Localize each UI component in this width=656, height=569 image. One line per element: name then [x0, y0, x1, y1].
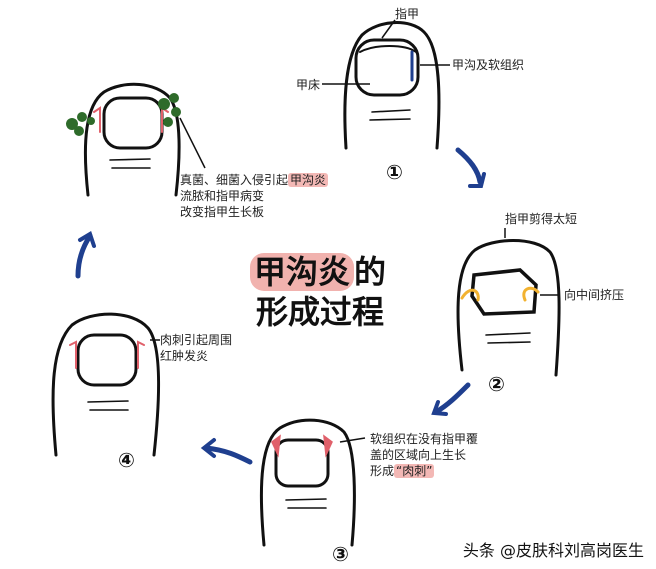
- arrow-3-to-4: [203, 445, 253, 465]
- label-infection-3: 改变指甲生长板: [180, 205, 265, 219]
- finger-4: [51, 312, 161, 457]
- step-number-3: ③: [332, 542, 349, 566]
- finger-3: [259, 418, 356, 547]
- label-infection-1: 真菌、细菌入侵引起甲沟炎: [180, 173, 329, 188]
- nail-5: [102, 96, 164, 150]
- nail-2: [470, 268, 538, 316]
- nail-1: [354, 38, 420, 97]
- fungus-dots: [66, 93, 181, 136]
- diagram-title-line1: 甲沟炎的: [250, 252, 386, 292]
- diagram-title-line2: 形成过程: [256, 293, 385, 331]
- label-infection-1-highlight: 甲沟炎: [288, 173, 329, 187]
- step-number-1: ①: [386, 160, 403, 184]
- label-soft-tissue-3-pre: 形成: [370, 464, 395, 478]
- label-nail-fold: 甲沟及软组织: [452, 58, 525, 72]
- arrow-1-to-2: [455, 147, 483, 185]
- label-infection-2: 流脓和指甲病变: [180, 189, 265, 203]
- label-nail-bed: 甲床: [296, 78, 321, 92]
- arrow-4-to-5: [75, 233, 93, 279]
- nail-4: [76, 333, 138, 387]
- step-number-2: ②: [488, 372, 505, 396]
- watermark: 头条 @皮肤科刘高岗医生: [462, 541, 644, 560]
- label-squeeze: 向中间挤压: [564, 288, 625, 302]
- label-soft-tissue-2: 盖的区域向上生长: [370, 448, 467, 462]
- label-soft-tissue-3-highlight: “肉刺”: [394, 464, 435, 478]
- step-number-4: ④: [118, 448, 135, 472]
- finger-1: [343, 21, 441, 150]
- title-highlight: 甲沟炎: [250, 253, 355, 291]
- label-soft-tissue-3: 形成“肉刺”: [370, 464, 435, 479]
- title-rest: 的: [354, 253, 387, 291]
- label-nail: 指甲: [395, 7, 420, 21]
- nail-3: [274, 438, 330, 488]
- cycle-arrows: [75, 147, 486, 465]
- label-soft-tissue-1: 软组织在没有指甲覆: [370, 432, 479, 446]
- leader-lines: [150, 19, 560, 443]
- label-hangnail-2: 红肿发炎: [160, 349, 209, 363]
- arrow-2-to-3: [433, 382, 471, 415]
- label-infection-1-pre: 真菌、细菌入侵引起: [180, 173, 289, 187]
- label-cut-short: 指甲剪得太短: [505, 212, 578, 226]
- finger-2: [456, 239, 561, 377]
- label-hangnail-1: 肉刺引起周围: [160, 333, 233, 347]
